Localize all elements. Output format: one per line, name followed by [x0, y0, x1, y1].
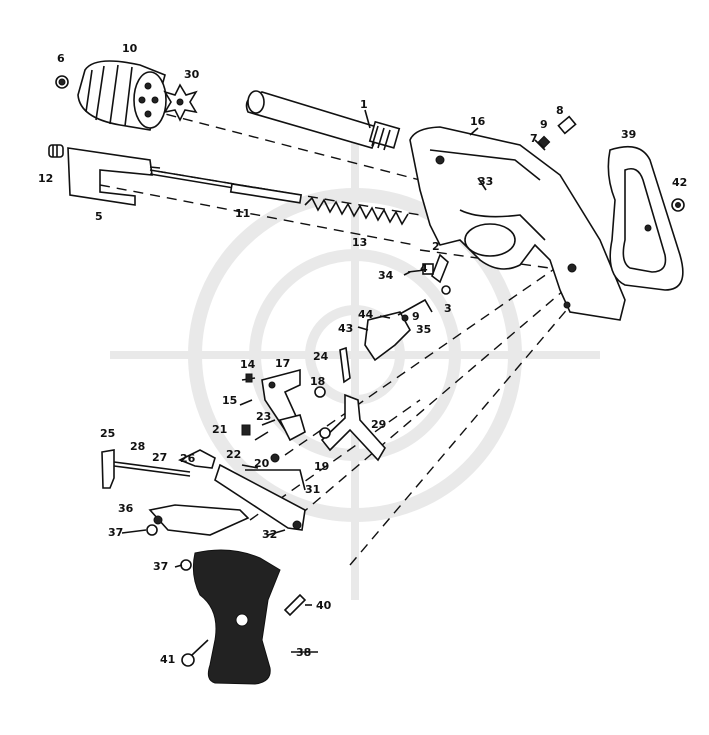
- watermark-reticle: [110, 120, 600, 600]
- label-36: 36: [118, 502, 134, 515]
- label-30: 30: [184, 68, 200, 81]
- label-7: 7: [530, 132, 538, 145]
- label-43: 43: [338, 322, 353, 335]
- leader-lines: [121, 109, 487, 653]
- label-34: 34: [378, 269, 394, 282]
- part-1-barrel: [245, 90, 401, 151]
- label-16: 16: [470, 115, 486, 128]
- label-27: 27: [152, 451, 167, 464]
- label-41: 41: [160, 653, 175, 666]
- part-10-cylinder: [77, 60, 167, 131]
- part-19-23-small-parts: [241, 414, 331, 463]
- label-32: 32: [262, 528, 277, 541]
- callout-labels: 6 10 30 1 16 9 8 7 39 42 12 5 11 13 33 2…: [38, 42, 687, 666]
- label-2: 2: [432, 240, 440, 253]
- label-39: 39: [621, 128, 636, 141]
- label-26: 26: [180, 452, 196, 465]
- label-13: 13: [352, 236, 367, 249]
- label-9b: 9: [412, 310, 420, 323]
- label-15: 15: [222, 394, 237, 407]
- label-19: 19: [314, 460, 329, 473]
- part-43-44-35-hand: [364, 298, 433, 362]
- label-35: 35: [416, 323, 431, 336]
- label-8: 8: [556, 104, 564, 117]
- part-39-grip-frame: [607, 145, 684, 291]
- part-14-17-hammer: [239, 368, 326, 431]
- label-9: 9: [540, 118, 548, 131]
- part-11-ejector-rod: [149, 169, 303, 204]
- part-6-screw: [55, 75, 69, 89]
- part-13-spring: [304, 196, 409, 226]
- part-30-extractor: [163, 83, 198, 122]
- label-38: 38: [296, 646, 311, 659]
- label-6: 6: [57, 52, 65, 65]
- label-37a: 37: [108, 526, 123, 539]
- part-40-pin: [283, 593, 307, 617]
- label-17: 17: [275, 357, 290, 370]
- label-42: 42: [672, 176, 687, 189]
- label-4: 4: [420, 262, 428, 275]
- part-2-3-4-34-pins: [407, 253, 451, 295]
- label-21: 21: [212, 423, 227, 436]
- label-12: 12: [38, 172, 53, 185]
- part-31-rebound-slide: [214, 463, 306, 531]
- label-31: 31: [305, 483, 320, 496]
- label-3: 3: [444, 302, 452, 315]
- part-12-pin: [48, 144, 64, 158]
- label-10: 10: [122, 42, 138, 55]
- label-37b: 37: [153, 560, 168, 573]
- label-23: 23: [256, 410, 271, 423]
- label-14: 14: [240, 358, 256, 371]
- label-29: 29: [371, 418, 386, 431]
- part-29-trigger: [320, 393, 386, 462]
- label-40: 40: [316, 599, 332, 612]
- label-5: 5: [95, 210, 103, 223]
- label-22: 22: [226, 448, 241, 461]
- label-28: 28: [130, 440, 145, 453]
- part-5-yoke: [67, 147, 161, 206]
- part-36-strut: [146, 504, 250, 536]
- label-25: 25: [100, 427, 115, 440]
- label-20: 20: [254, 457, 270, 470]
- label-1: 1: [360, 98, 368, 111]
- part-41-grip-screw: [181, 639, 209, 667]
- label-18: 18: [310, 375, 325, 388]
- label-11: 11: [235, 207, 250, 220]
- part-16-frame: [409, 126, 626, 321]
- part-37-screw-lower: [180, 559, 192, 571]
- label-33: 33: [478, 175, 493, 188]
- part-24-lever: [339, 346, 351, 384]
- label-44: 44: [358, 308, 374, 321]
- part-42-screw: [671, 198, 685, 212]
- part-38-grip: [192, 549, 281, 685]
- part-25-28-mainspring: [101, 449, 216, 489]
- label-24: 24: [313, 350, 329, 363]
- part-7-8-9-screws: [534, 115, 577, 151]
